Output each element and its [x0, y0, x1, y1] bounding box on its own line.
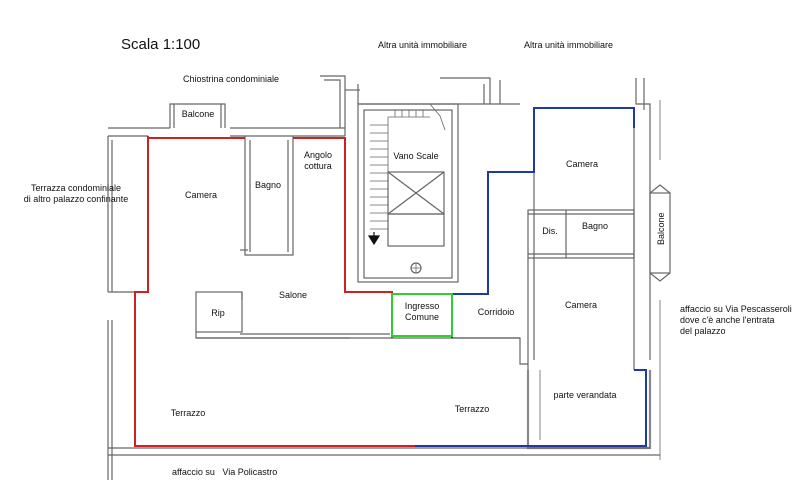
room-bagno-left: Bagno: [254, 180, 282, 190]
room-salone: Salone: [278, 290, 308, 300]
building-walls: [107, 75, 671, 480]
neighbor-unit-left-label: Altra unità immobiliare: [378, 40, 468, 50]
room-terrazzo-right: Terrazzo: [454, 404, 490, 414]
note-affaccio-east-line1: affaccio su Via Pescasseroli: [680, 304, 792, 314]
room-balcone-right: Balcone: [656, 212, 666, 245]
room-parte-verandata: parte verandata: [553, 390, 617, 400]
room-ingresso-line1: Ingresso: [404, 301, 440, 311]
neighbor-unit-right-label: Altra unità immobiliare: [524, 40, 614, 50]
room-corridoio: Corridoio: [477, 307, 515, 317]
room-ingresso-line2: Comune: [404, 312, 440, 322]
neighbor-terrace-label-line1: Terrazza condominiale: [30, 183, 122, 193]
room-camera-top-right: Camera: [565, 159, 599, 169]
room-terrazzo-left: Terrazzo: [170, 408, 206, 418]
room-rip: Rip: [211, 308, 225, 318]
room-dis: Dis.: [542, 226, 558, 236]
room-camera-left: Camera: [184, 190, 218, 200]
note-affaccio-east-line2: dove c'è anche l'entrata: [680, 315, 775, 325]
room-vano-scale: Vano Scale: [393, 151, 439, 161]
common-entrance-outline: [391, 293, 453, 337]
note-affaccio-south: affaccio su Via Policastro: [172, 467, 278, 477]
scale-label: Scala 1:100: [121, 36, 201, 53]
room-angolo-line1: Angolo: [303, 150, 333, 160]
room-angolo-line2: cottura: [304, 161, 332, 171]
note-affaccio-east-line3: del palazzo: [680, 326, 726, 336]
room-balcone-top: Balcone: [181, 109, 215, 119]
neighbor-terrace-label-line2: di altro palazzo confinante: [23, 194, 129, 204]
room-bagno-right: Bagno: [581, 221, 609, 231]
room-camera-right: Camera: [564, 300, 598, 310]
courtyard-label: Chiostrina condominiale: [183, 74, 280, 84]
